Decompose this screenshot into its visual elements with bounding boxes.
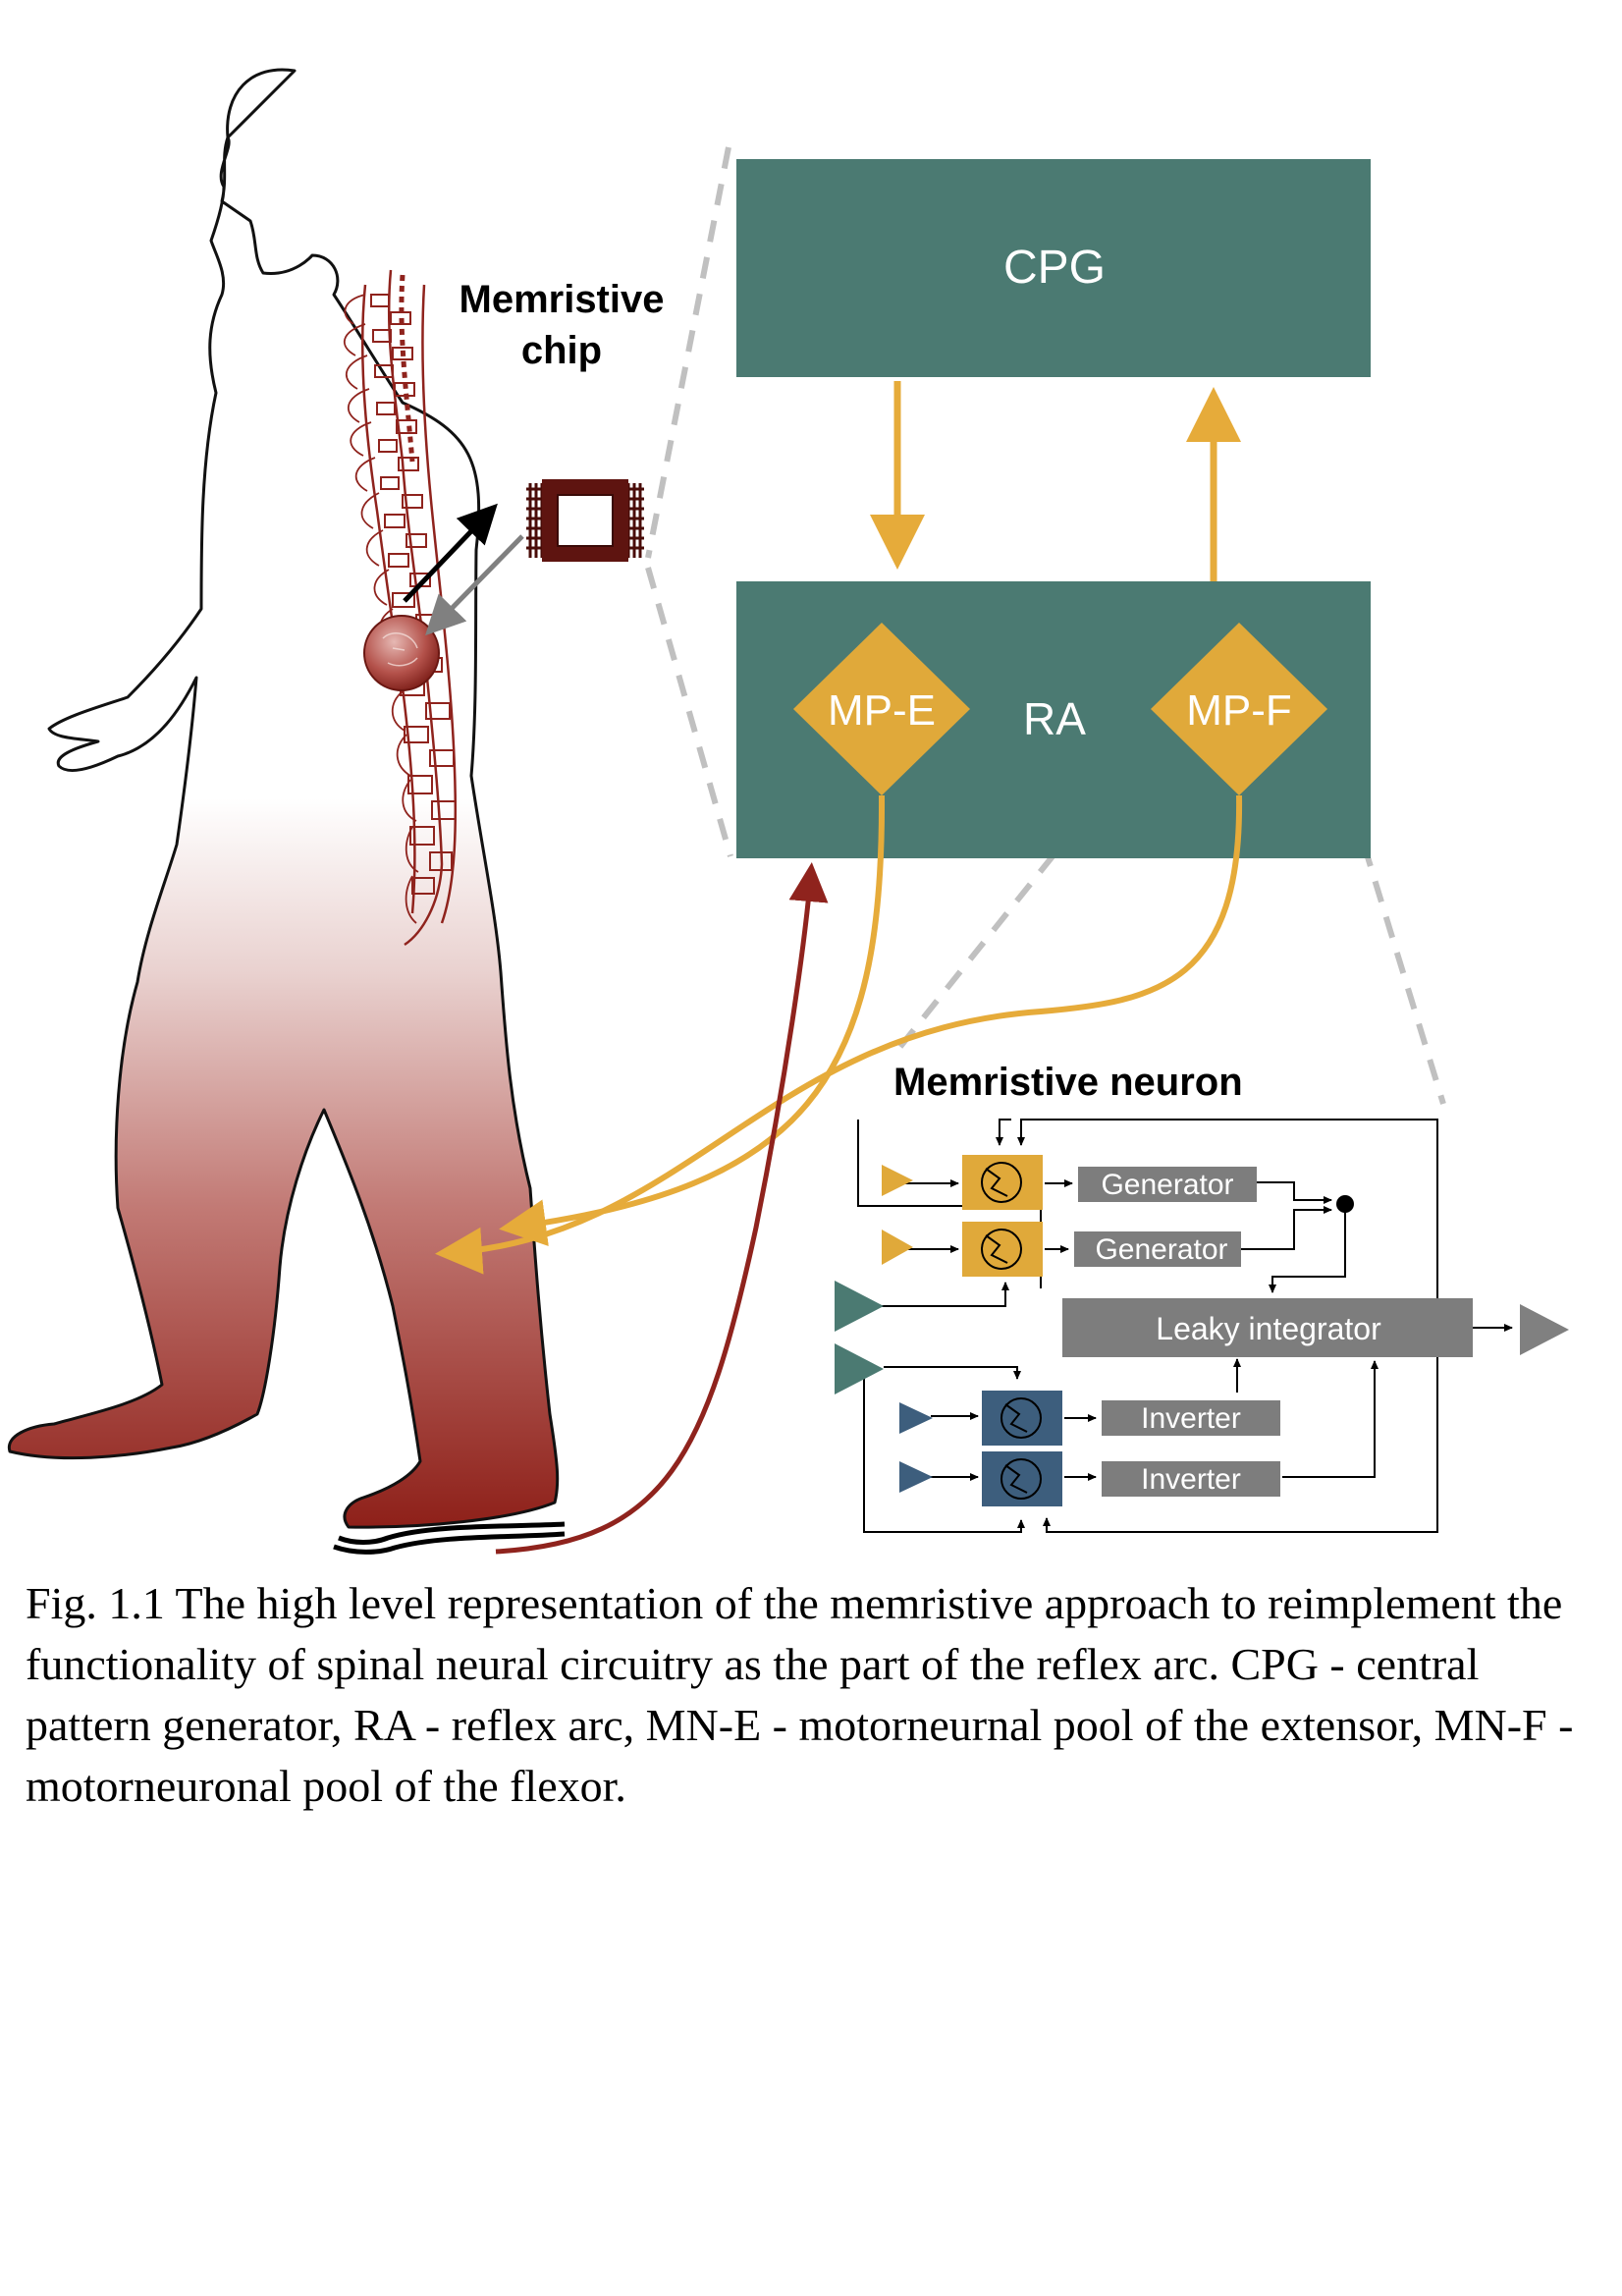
leaky-integrator-box — [1062, 1298, 1473, 1357]
summing-junction — [1336, 1195, 1354, 1213]
cpg-block — [736, 159, 1371, 377]
mp-f-output-curve — [435, 794, 1243, 1275]
generator-label: Generator — [1101, 1169, 1233, 1201]
orange-input-triangle — [882, 1165, 913, 1196]
mp-e-diamond — [793, 623, 970, 795]
inverter-label: Inverter — [1141, 1402, 1241, 1435]
generator-label: Generator — [1095, 1233, 1227, 1266]
output-triangle — [1520, 1304, 1569, 1355]
teal-input-triangle — [835, 1281, 884, 1332]
zoom-dashed-lines — [645, 146, 1446, 1105]
leaky-integrator-label: Leaky integrator — [1156, 1311, 1381, 1346]
foot-afferent-curve — [495, 862, 829, 1555]
inverter-box — [1102, 1400, 1280, 1436]
blue-input-triangle — [899, 1402, 933, 1434]
mp-f-diamond — [1151, 623, 1327, 795]
ground-lines — [333, 1521, 566, 1555]
generator-box — [1074, 1231, 1241, 1267]
spine-to-chip-arrow — [403, 503, 498, 603]
mp-f-label: MP-F — [1186, 686, 1292, 735]
mp-e-label: MP-E — [828, 686, 936, 735]
memristor-orange — [962, 1222, 1043, 1277]
memristor-blue — [982, 1451, 1062, 1506]
memristive-neuron-title: Memristive neuron — [893, 1061, 1243, 1104]
orange-input-triangle — [882, 1230, 913, 1265]
figure-diagram: Memristive chip CPG RA MP-E MP-F Memrist… — [7, 68, 1569, 1555]
chip-to-spine-arrow — [425, 534, 524, 636]
memristor-orange — [962, 1155, 1043, 1210]
blue-input-triangle — [899, 1461, 933, 1493]
chip-label-line1: Memristive — [460, 278, 665, 321]
chip-label-line2: chip — [521, 329, 602, 372]
ra-label: RA — [1023, 693, 1086, 744]
memristive-chip-icon — [526, 479, 644, 562]
teal-input-triangle — [835, 1343, 884, 1394]
figure-caption: Fig. 1.1 The high level representation o… — [26, 1578, 1574, 1811]
inverter-label: Inverter — [1141, 1463, 1241, 1496]
spinal-segment-sphere — [363, 615, 440, 691]
cpg-label: CPG — [1003, 242, 1106, 294]
inverter-box — [1102, 1461, 1280, 1497]
memristor-blue — [982, 1391, 1062, 1446]
mp-e-output-curve — [499, 794, 886, 1247]
generator-box — [1078, 1167, 1257, 1202]
